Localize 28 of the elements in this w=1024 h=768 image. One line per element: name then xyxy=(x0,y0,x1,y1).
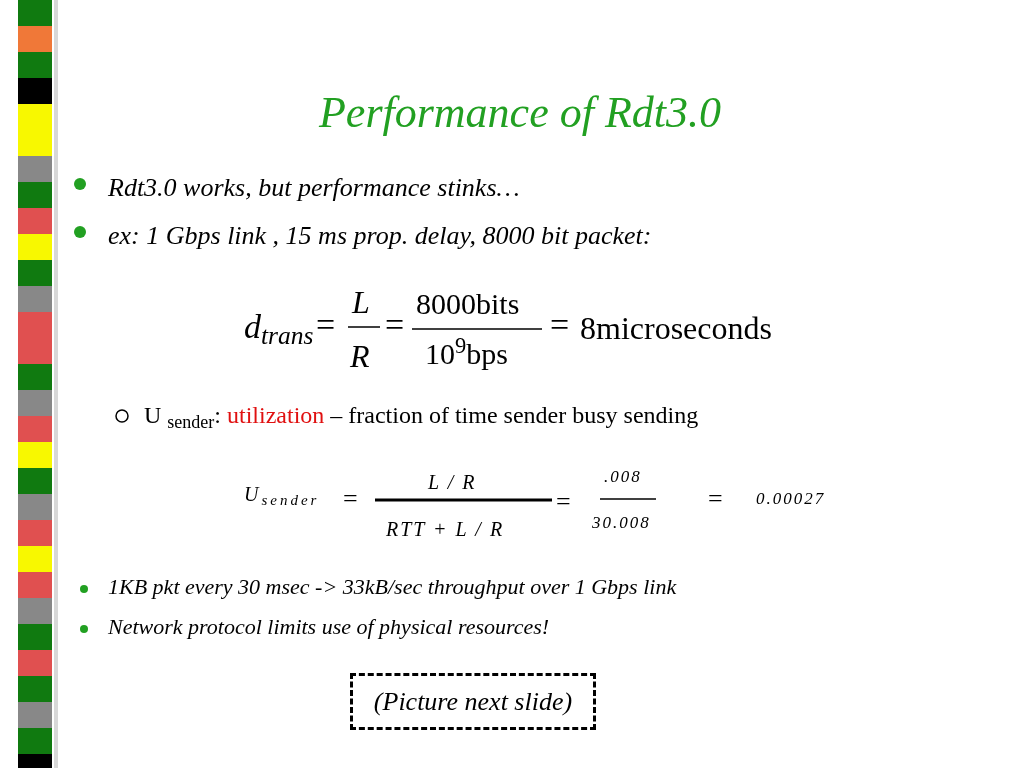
slide-title: Performance of Rdt3.0 xyxy=(317,87,722,139)
sub-bullet-text: U $_{sender}$: xyxy=(144,401,221,430)
equals-sign: = xyxy=(708,483,723,515)
bullet-text: 1KB pkt every 30 msec -> 33kB/sec throughput over 1 Gbps link xyxy=(108,573,677,601)
sub-bullet-text: – fraction of time sender busy sending xyxy=(330,401,699,430)
formula-result: 8microseconds xyxy=(580,309,772,348)
numerator: .008 xyxy=(604,466,642,488)
note-text: (Picture next slide) xyxy=(373,686,573,718)
formula-result: 0.00027 xyxy=(756,488,826,510)
bullet-text: ex: 1 Gbps link , 15 ms prop. delay, 8000 bit packet: xyxy=(108,220,652,252)
formula-term: U$_{sender}$ xyxy=(244,482,320,507)
formula-term: d$_{trans}$ xyxy=(244,307,314,349)
dashed-note-box xyxy=(350,673,596,730)
bullet-text: Rdt3.0 works, but performance stinks… xyxy=(108,172,520,204)
numerator: L xyxy=(352,283,370,322)
equals-sign: = xyxy=(343,483,358,515)
denominator: 30.008 xyxy=(592,512,651,534)
numerator: L / R xyxy=(428,470,477,495)
equals-sign: = xyxy=(556,486,571,518)
highlighted-term: utilization xyxy=(227,401,325,430)
bullet-text: Network protocol limits use of physical resources! xyxy=(108,613,550,641)
denominator: RTT + L / R xyxy=(386,517,505,542)
equals-sign: = xyxy=(385,305,405,345)
denominator: 10$^{9}$bps xyxy=(425,335,508,372)
equals-sign: = xyxy=(550,305,570,345)
numerator: 8000bits xyxy=(416,286,520,322)
denominator: R xyxy=(350,337,370,376)
equals-sign: = xyxy=(316,305,336,345)
